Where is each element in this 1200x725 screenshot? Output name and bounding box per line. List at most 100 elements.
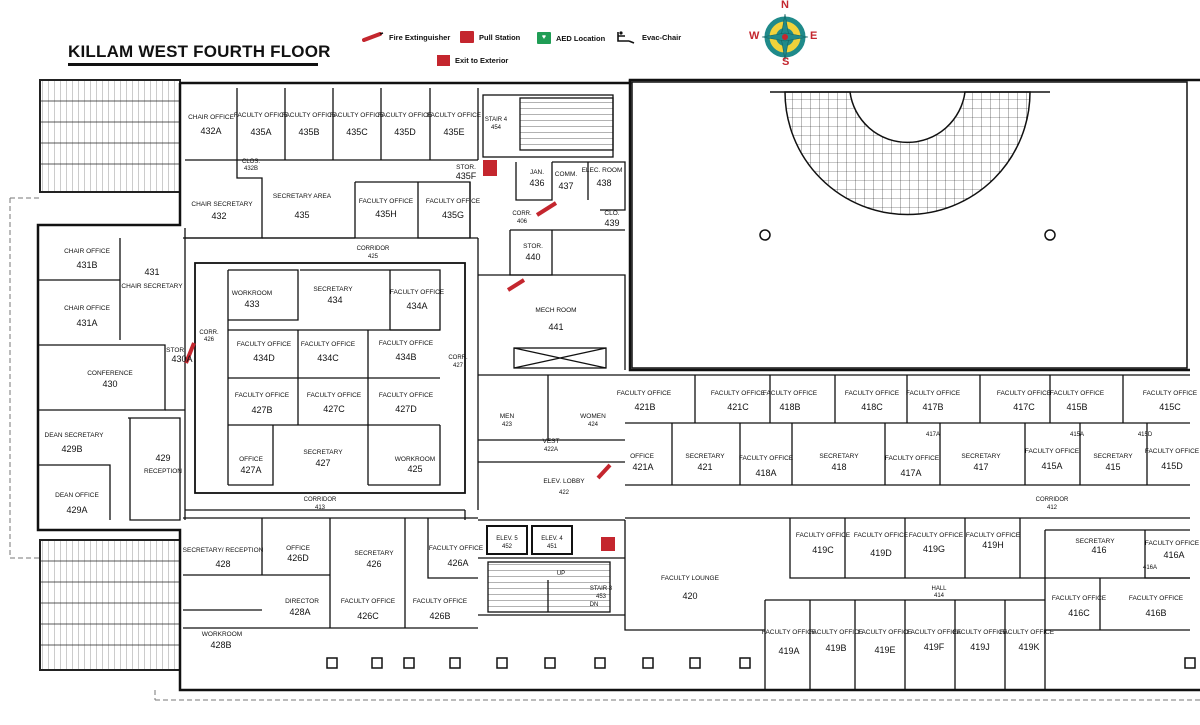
room-id-436: 436 <box>529 178 544 188</box>
room-id-419G: 419G <box>923 544 945 554</box>
fire-extinguisher-marker-3 <box>184 342 196 364</box>
corridor-412-label: CORRIDOR <box>1036 497 1069 503</box>
room-id-426C: 426C <box>357 611 379 621</box>
legend-pull-station-label: Pull Station <box>479 32 521 42</box>
room-kind-417A: FACULTY OFFICE <box>885 455 940 462</box>
room-kind-419G: FACULTY OFFICE <box>909 532 964 539</box>
room-id-421: 421 <box>697 462 712 472</box>
room-id-427: 427 <box>315 458 330 468</box>
room-id-434A: 434A <box>406 301 427 311</box>
room-kind-421B: FACULTY OFFICE <box>617 390 672 397</box>
legend-evac-chair-label: Evac-Chair <box>642 32 682 42</box>
clos-num: 432B <box>244 166 258 172</box>
room-id-420: 420 <box>682 591 697 601</box>
room-id-421C: 421C <box>727 402 749 412</box>
room-kind-419K: FACULTY OFFICE <box>1000 629 1055 636</box>
room-kind-424: WOMEN <box>580 413 606 420</box>
lobby-num: 422 <box>559 490 570 496</box>
room-kind-438: ELEC. ROOM <box>582 167 623 174</box>
room-id-432: 432 <box>211 211 226 221</box>
room-id-417B: 417B <box>922 402 943 412</box>
room-kind-418B: FACULTY OFFICE <box>763 390 818 397</box>
room-id-415C: 415C <box>1159 402 1181 412</box>
room-kind-439: CLO. <box>604 210 619 217</box>
room-kind-435A: FACULTY OFFICE <box>234 112 289 119</box>
room-id-434: 434 <box>327 295 342 305</box>
room-id-434C: 434C <box>317 353 339 363</box>
room-kind-428A: DIRECTOR <box>285 598 319 605</box>
room-kind-417: SECRETARY <box>961 453 1001 460</box>
page-title: KILLAM WEST FOURTH FLOOR <box>68 42 331 61</box>
corridor-413-label: CORRIDOR <box>304 497 337 503</box>
room-id-419B: 419B <box>825 643 846 653</box>
room-kind-435E: FACULTY OFFICE <box>427 112 482 119</box>
room-kind-427D: FACULTY OFFICE <box>379 392 434 399</box>
legend-fire-extinguisher: Fire Extinguisher <box>362 32 450 42</box>
compass-south: S <box>782 56 790 68</box>
room-id-431B: 431B <box>76 260 97 270</box>
room-kind-426: SECRETARY <box>354 550 394 557</box>
room-kind-428: SECRETARY/ RECEPTION <box>183 547 264 554</box>
room-kind-434B: FACULTY OFFICE <box>379 340 434 347</box>
room-id-435C: 435C <box>346 127 368 137</box>
compass-rose-icon <box>761 13 809 61</box>
room-kind-422: ELEV. LOBBY <box>543 478 585 485</box>
misc-labels: STAIR 4 454 STAIR 3 453 ELEV. 5 452 ELEV… <box>199 117 1157 608</box>
room-id-419C: 419C <box>812 545 834 555</box>
room-id-426: 426 <box>366 559 381 569</box>
room-id-434D: 434D <box>253 353 275 363</box>
west-terrace-top <box>39 79 181 193</box>
room-kind-421C: FACULTY OFFICE <box>711 390 766 397</box>
elev5-label: ELEV. 5 <box>496 536 518 542</box>
tag-417a: 417A <box>926 432 940 438</box>
dn-label: DN <box>590 602 599 608</box>
room-kind-415C: FACULTY OFFICE <box>1143 390 1198 397</box>
room-id-433: 433 <box>244 299 259 309</box>
hall-num: 414 <box>934 593 945 599</box>
room-id-431A: 431A <box>76 318 97 328</box>
room-id-418: 418 <box>831 462 846 472</box>
room-kind-429B: DEAN SECRETARY <box>45 432 105 439</box>
room-id-435E: 435E <box>443 127 464 137</box>
room-id-428A: 428A <box>289 607 310 617</box>
hall-label: HALL <box>931 586 947 592</box>
room-id-418C: 418C <box>861 402 883 412</box>
room-id-425: 425 <box>407 464 422 474</box>
compass-north: N <box>781 0 789 11</box>
women-num: 424 <box>588 422 599 428</box>
room-kind-416: SECRETARY <box>1075 538 1115 545</box>
pull-station-icon <box>460 31 474 43</box>
room-kind-432A: CHAIR OFFICE <box>188 114 235 121</box>
atrium <box>631 81 1188 369</box>
room-kind-427C: FACULTY OFFICE <box>307 392 362 399</box>
room-kind-437: COMM. <box>555 171 578 178</box>
property-boundary <box>9 197 1200 701</box>
room-id-417A: 417A <box>900 468 921 478</box>
room-id-415: 415 <box>1105 462 1120 472</box>
legend-aed-location-label: AED Location <box>556 33 606 43</box>
room-kind-431B: CHAIR OFFICE <box>64 248 111 255</box>
room-id-418B: 418B <box>779 402 800 412</box>
corr-427-label: CORR. <box>448 355 468 361</box>
fire-extinguisher-marker-2 <box>506 278 526 292</box>
exit-icon <box>437 55 450 66</box>
room-kind-440: STOR. <box>523 243 543 250</box>
room-kind-428B: WORKROOM <box>202 631 242 638</box>
room-id-427B: 427B <box>251 405 272 415</box>
fire-extinguisher-marker-4 <box>596 463 612 480</box>
stair4-num: 454 <box>491 125 502 131</box>
column-1 <box>759 229 771 241</box>
room-id-421B: 421B <box>634 402 655 412</box>
room-kind-419D: FACULTY OFFICE <box>854 532 909 539</box>
room-kind-426A: FACULTY OFFICE <box>429 545 484 552</box>
room-kind-425: WORKROOM <box>395 456 435 463</box>
room-id-417C: 417C <box>1013 402 1035 412</box>
room-kind-427A: OFFICE <box>239 456 263 463</box>
room-id-430A: 430A <box>171 354 192 364</box>
room-kind-419J: FACULTY OFFICE <box>953 629 1008 636</box>
compass-east: E <box>810 30 818 42</box>
clos-label: CLOS. <box>242 159 260 165</box>
corridor-425-label: CORRIDOR <box>357 246 390 252</box>
room-id-435: 435 <box>294 210 309 220</box>
